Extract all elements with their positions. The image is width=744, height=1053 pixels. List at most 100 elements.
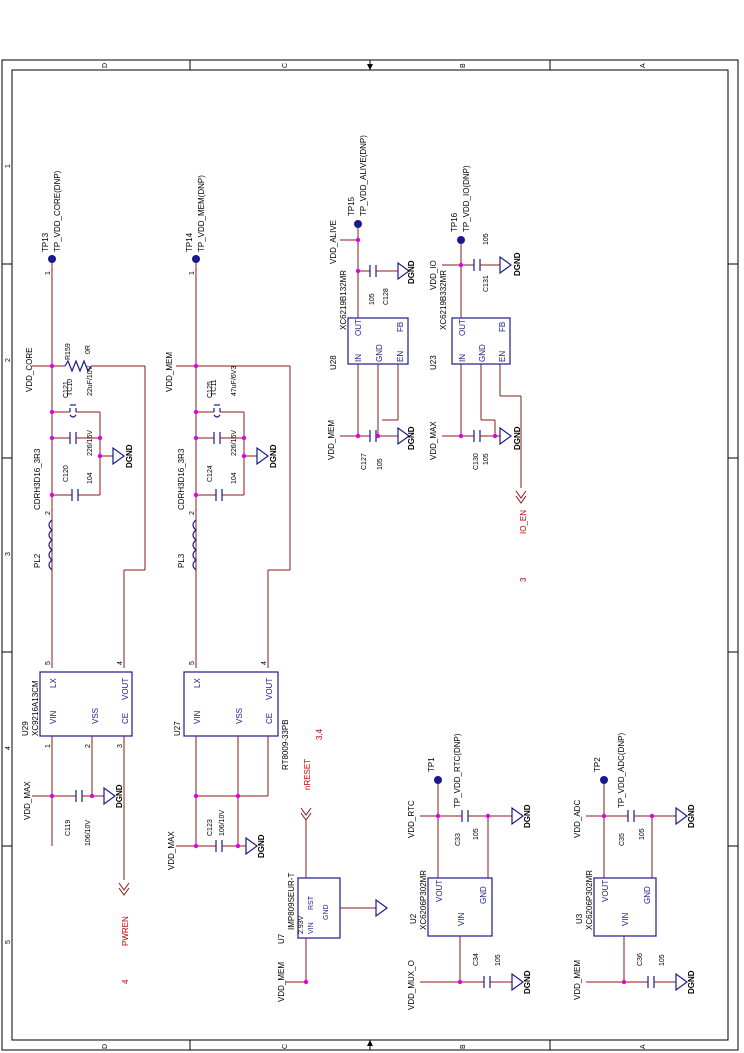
zone-left-2: 2	[5, 358, 12, 362]
u29-body[interactable]	[39, 671, 133, 737]
pin-num: 5	[45, 661, 52, 665]
u3-body[interactable]	[593, 877, 657, 937]
tp13-ref: TP13	[41, 232, 50, 252]
u29-ref: U29	[21, 721, 30, 736]
inner-border	[11, 69, 729, 1041]
r159-value: 0R	[85, 345, 92, 354]
outer-border	[1, 59, 739, 1051]
c34-value: 105	[495, 954, 502, 966]
tp1-net: TP_VDD_RTC(DNP)	[453, 733, 462, 808]
c35-ref: C35	[619, 833, 626, 846]
vdd-io-label: VDD_IO	[429, 260, 438, 290]
vdd-max-label-1: VDD_MAX	[23, 781, 32, 820]
u7-pin-rst: RST	[308, 895, 315, 910]
u23-part: XC6219B332MR	[439, 270, 448, 330]
dgnd-label: DGND	[687, 804, 696, 828]
u27-pin-vout: VOUT	[265, 678, 274, 700]
pin-num: 1	[189, 271, 196, 275]
pin-num: 2	[85, 744, 92, 748]
vdd-rtc-section: TP1 TP_VDD_RTC(DNP) VDD_RTC DGND C33 105…	[407, 733, 532, 1010]
zone-left-1: 1	[5, 164, 12, 168]
pl2-ref: PL2	[33, 553, 42, 568]
dgnd-label: DGND	[407, 260, 416, 284]
u28-pin-in: IN	[354, 354, 363, 362]
zone-top-b: B	[460, 63, 467, 68]
vdd-mem-label: VDD_MEM	[165, 352, 174, 392]
u29-pin-lx: LX	[49, 678, 58, 688]
c130-value: 105	[483, 453, 490, 465]
pin-num: 3	[117, 744, 124, 748]
u2-part: XC6206P302MR	[419, 870, 428, 930]
pin-num: 1	[45, 271, 52, 275]
tp15-net: TP_VDD_ALIVE(DNP)	[359, 135, 368, 216]
c131-value: 105	[483, 233, 490, 245]
c119-ref: C119	[65, 820, 72, 836]
tp2-pad[interactable]	[600, 776, 608, 784]
vdd-max-label-2: VDD_MAX	[167, 831, 176, 870]
c125-value: 226/16V	[231, 430, 238, 456]
vdd-mem-label-2: VDD_MEM	[327, 420, 336, 460]
tp1-pad[interactable]	[434, 776, 442, 784]
tp14-ref: TP14	[185, 232, 194, 252]
vdd-rtc-label: VDD_RTC	[407, 800, 416, 838]
c130-ref: C130	[473, 453, 480, 470]
u29-part: XC9216A13CM	[31, 680, 40, 736]
c35-value: 105	[639, 828, 646, 840]
u23-pin-in: IN	[458, 354, 467, 362]
pl3-value: CDRH3D16_3R3	[177, 448, 186, 510]
u23-pin-fb: FB	[498, 322, 507, 332]
tp16-pad[interactable]	[457, 236, 465, 244]
vdd-alive-section: TP15 TP_VDD_ALIVE(DNP) VDD_ALIVE DGND 10…	[327, 135, 416, 470]
tp16-ref: TP16	[450, 212, 459, 232]
tp14-pad[interactable]	[192, 255, 200, 263]
io-en-port[interactable]: IO_EN	[519, 510, 528, 534]
u28-pin-gnd: GND	[375, 344, 384, 362]
tc11-value: 47uF/6V3	[231, 366, 238, 396]
c127-ref: C127	[361, 453, 368, 470]
u28-part: XC6219B132MR	[339, 270, 348, 330]
u27-body[interactable]	[183, 671, 279, 737]
c33-value: 105	[473, 828, 480, 840]
pl3-inductor	[192, 519, 197, 571]
reset-section: nRESET 3,4 RST VIN GND U7 IMP809SEUR-T 2…	[277, 728, 389, 1002]
c120-value: 104	[87, 472, 94, 484]
c128-value: 105	[369, 293, 376, 305]
tp13-net: TP_VDD_CORE(DNP)	[53, 170, 62, 252]
u28-pin-en: EN	[396, 351, 405, 362]
pin-num: 2	[45, 511, 52, 515]
c120-ref: C120	[63, 465, 70, 482]
dgnd-label: DGND	[115, 784, 124, 808]
u23-pin-out: OUT	[458, 319, 467, 336]
u7-ref: U7	[277, 933, 286, 944]
vdd-alive-label: VDD_ALIVE	[329, 220, 338, 264]
vdd-adc-label: VDD_ADC	[573, 800, 582, 838]
pin-num: 5	[189, 661, 196, 665]
tp14-net: TP_VDD_MEM(DNP)	[197, 175, 206, 252]
pwren-port[interactable]: PWREN	[121, 916, 130, 946]
zone-bottom-b: B	[460, 1044, 467, 1049]
pin-num: 4	[261, 661, 268, 665]
u7-pin-vin: VIN	[308, 922, 315, 934]
pl2-inductor	[48, 519, 53, 571]
vdd-mux-o-label: VDD_MUX_O	[407, 960, 416, 1010]
u2-ref: U2	[409, 913, 418, 924]
r159-ref: R159	[65, 343, 72, 360]
nreset-port[interactable]: nRESET	[303, 759, 312, 790]
u3-pin-gnd: GND	[643, 886, 652, 904]
pl3-ref: PL3	[177, 553, 186, 568]
pwren-sheet-ref: 4	[121, 979, 130, 984]
u7-pin-gnd: GND	[323, 904, 330, 920]
tp1-ref: TP1	[427, 757, 436, 772]
io-en-sheet-ref: 3	[519, 577, 528, 582]
tp15-pad[interactable]	[354, 220, 362, 228]
zone-left-4: 4	[5, 746, 12, 750]
u7-threshold: 2.93V	[298, 915, 305, 934]
vdd-mem-label-4: VDD_MEM	[573, 960, 582, 1000]
u29-pin-vss: VSS	[91, 708, 100, 724]
u2-pin-gnd: GND	[479, 886, 488, 904]
tp13-pad[interactable]	[48, 255, 56, 263]
zone-top-a: A	[640, 63, 647, 68]
u27-pin-lx: LX	[193, 678, 202, 688]
u27-ref: U27	[173, 721, 182, 736]
c121-value: 226/16V	[87, 430, 94, 456]
